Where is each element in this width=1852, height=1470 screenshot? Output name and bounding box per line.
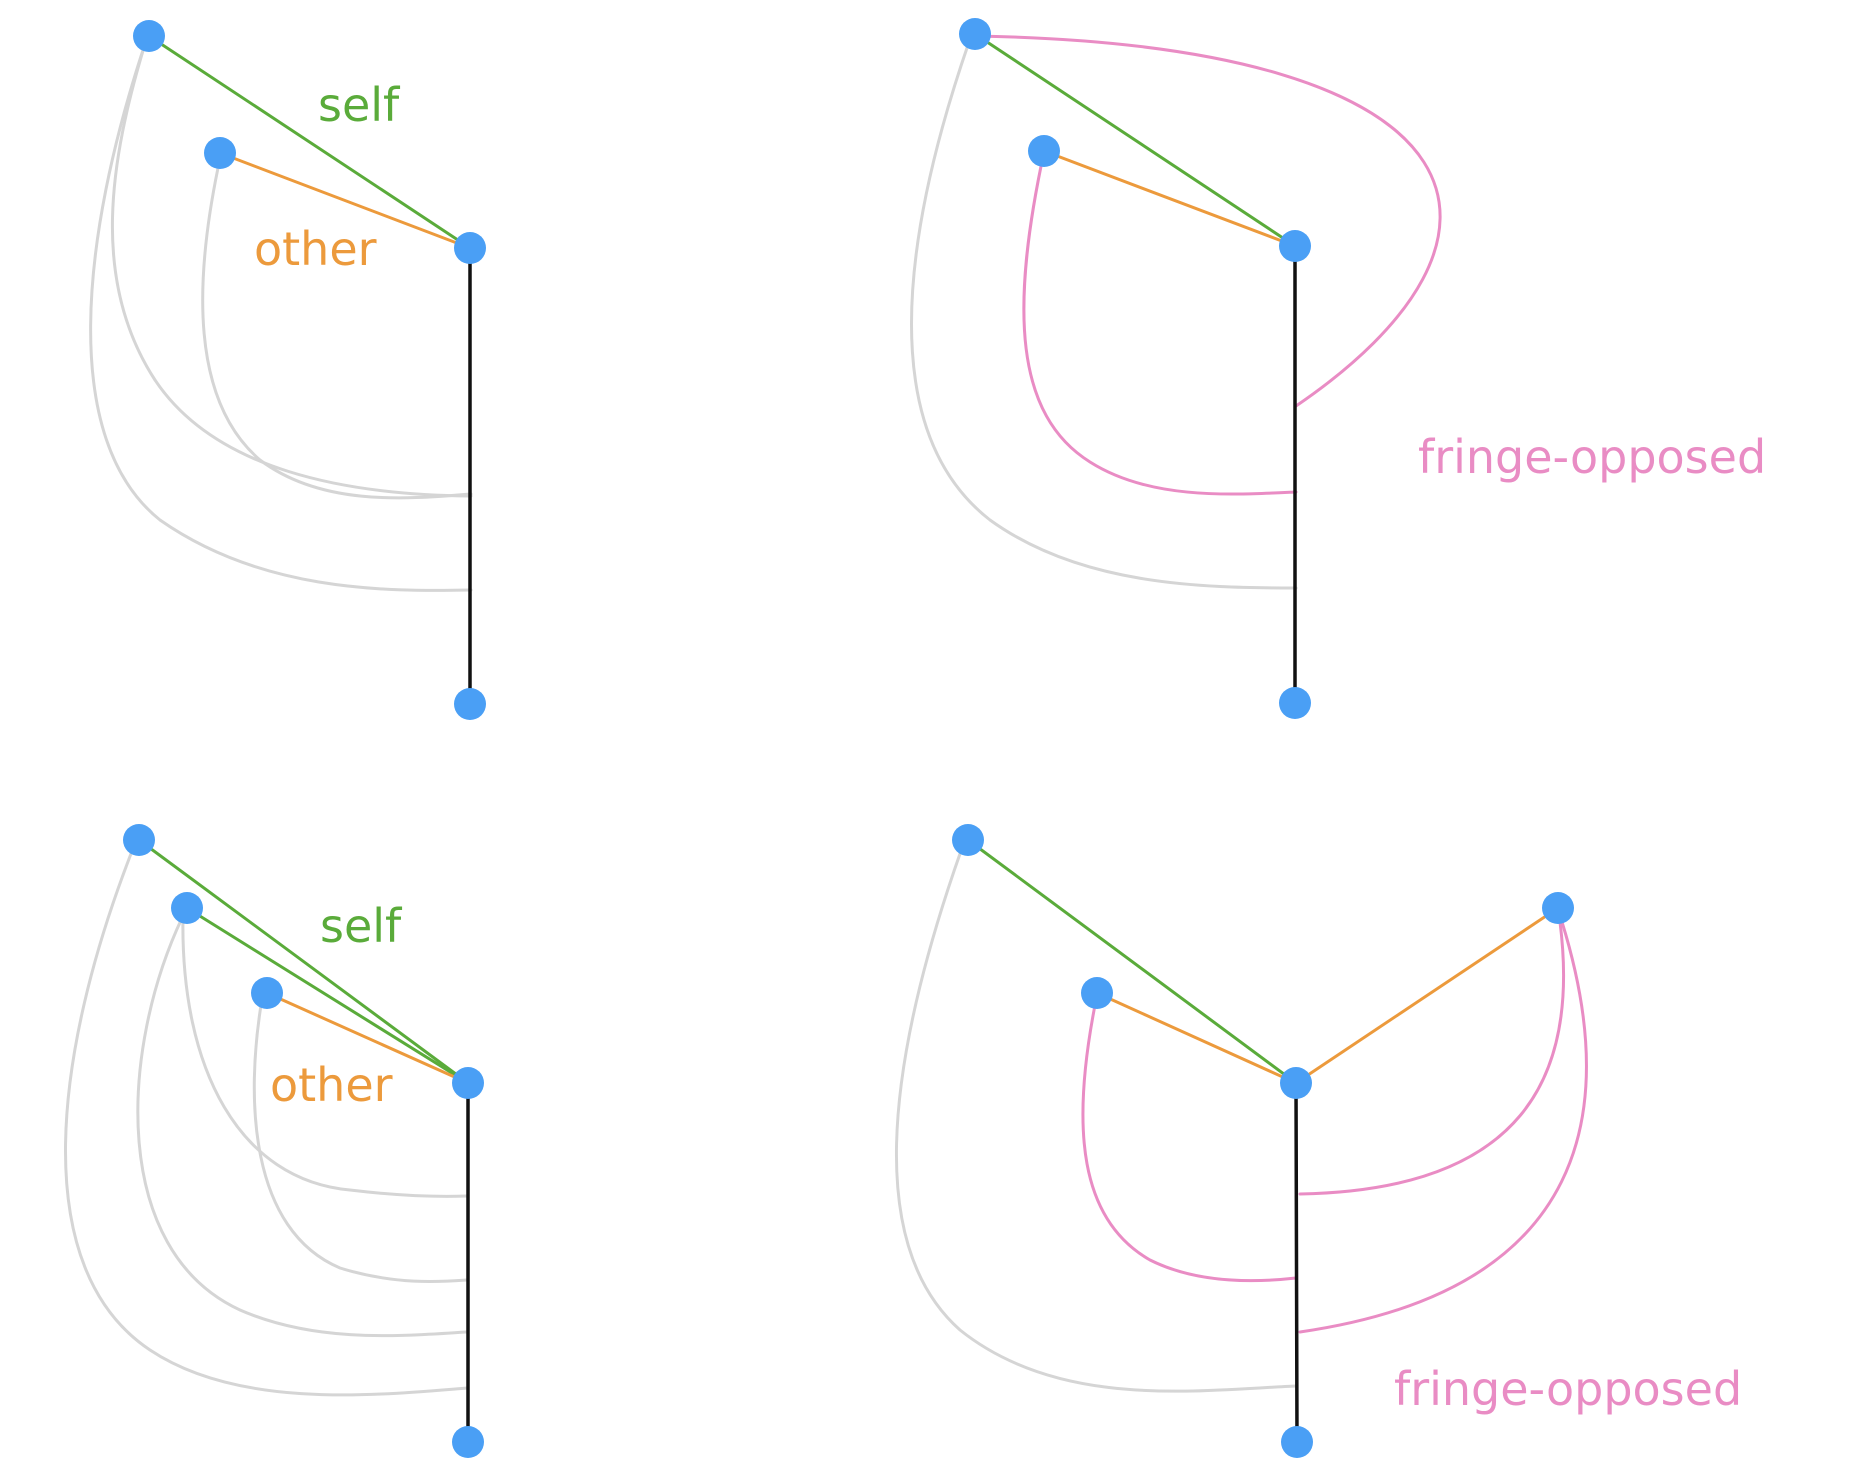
node — [251, 977, 283, 1009]
self-edge — [185, 906, 470, 1085]
fringe-opposed-curve — [1298, 920, 1588, 1334]
node — [452, 1067, 484, 1099]
gray-curve — [111, 42, 473, 498]
node — [454, 232, 486, 264]
other-edge — [265, 991, 470, 1085]
self-edge — [966, 838, 1298, 1085]
other-edge — [1042, 149, 1297, 248]
gray-curve — [181, 913, 469, 1198]
node — [1279, 230, 1311, 262]
gray-curve — [910, 40, 1298, 590]
node — [452, 1426, 484, 1458]
node — [1028, 135, 1060, 167]
node — [454, 688, 486, 720]
self-edge — [147, 34, 472, 250]
gray-curve — [136, 916, 469, 1338]
node — [204, 137, 236, 169]
node — [1081, 977, 1113, 1009]
other-label: other — [254, 222, 377, 276]
node — [171, 892, 203, 924]
node — [959, 18, 991, 50]
self-edge — [973, 32, 1297, 248]
other-edge — [1095, 991, 1298, 1085]
fringe-opposed-curve — [1298, 920, 1566, 1196]
self-label: self — [318, 78, 401, 132]
node — [952, 824, 984, 856]
self-edge — [137, 838, 470, 1085]
node — [1542, 892, 1574, 924]
other-label: other — [270, 1058, 393, 1112]
gray-curve — [252, 997, 469, 1284]
other-edge — [1294, 906, 1560, 1085]
node — [1280, 1067, 1312, 1099]
panel-bottom-left: self other — [64, 824, 484, 1458]
node — [1279, 687, 1311, 719]
fringe-opposed-label: fringe-opposed — [1394, 1362, 1742, 1416]
self-label: self — [320, 899, 403, 953]
spine-edge — [1294, 1081, 1299, 1444]
panel-top-right: fringe-opposed — [910, 18, 1766, 719]
node — [123, 824, 155, 856]
node — [1281, 1426, 1313, 1458]
other-edge — [218, 151, 472, 250]
fringe-opposed-curve — [973, 34, 1442, 408]
node — [133, 20, 165, 52]
gray-curve — [201, 166, 473, 500]
gray-curve — [89, 42, 473, 592]
panel-bottom-right: fringe-opposed — [895, 824, 1742, 1458]
fringe-opposed-label: fringe-opposed — [1418, 430, 1766, 484]
panel-top-left: self other — [89, 20, 486, 720]
fringe-opposed-curve — [1081, 998, 1298, 1283]
gray-curve — [64, 844, 469, 1397]
gray-curve — [895, 846, 1298, 1393]
fringe-opposed-curve — [1022, 150, 1298, 496]
